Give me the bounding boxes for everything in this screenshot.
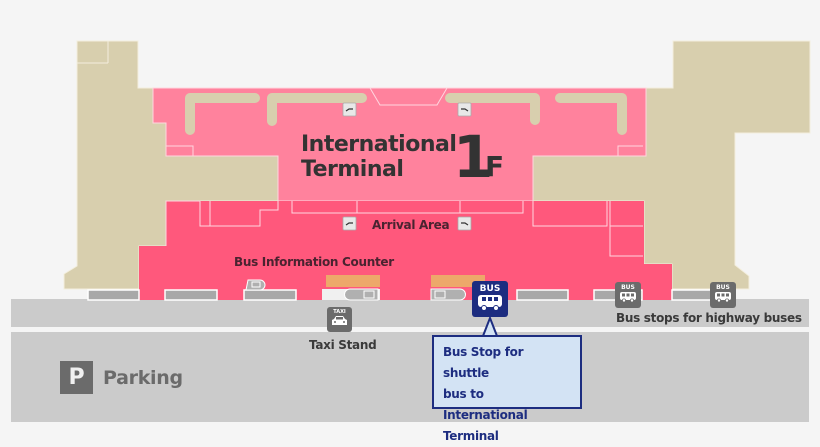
terminal-arrival-hall: [139, 201, 672, 300]
bus-icon: [620, 292, 636, 303]
highway-bus-stops-label: Bus stops for highway buses: [616, 311, 802, 325]
callout-line-1: Bus Stop for shuttle: [443, 345, 524, 380]
parking-label: Parking: [103, 367, 183, 389]
highway-bus-stop-icon-1[interactable]: BUS: [615, 282, 641, 308]
bus-info-counter-right: [431, 275, 485, 287]
terminal-title: International Terminal: [301, 132, 457, 182]
bus-icon: [478, 295, 502, 311]
taxi-icon[interactable]: TAXI: [327, 307, 352, 332]
taxi-icon-text: TAXI: [333, 309, 346, 315]
terminal-title-line1: International: [301, 132, 457, 157]
callout-line-3: Terminal: [443, 429, 499, 443]
parking-icon: P: [60, 361, 93, 394]
escalator-icons: [342, 102, 472, 231]
highway-bus-stop-icon-2[interactable]: BUS: [710, 282, 736, 308]
bus-icon: [715, 292, 731, 303]
shuttle-bus-stop-icon[interactable]: BUS: [472, 281, 508, 317]
bus-info-counter-left: [326, 275, 380, 287]
car-icon: [332, 316, 347, 325]
shuttle-bus-icon-text: BUS: [479, 284, 501, 294]
curbside-road: [11, 299, 809, 327]
taxi-stand-label: Taxi Stand: [309, 338, 377, 352]
terminal-title-line2: Terminal: [301, 157, 404, 182]
shuttle-bus-callout: Bus Stop for shuttle bus to Internationa…: [432, 335, 582, 443]
callout-line-2: bus to International: [443, 387, 528, 422]
floor-suffix: F: [485, 150, 504, 183]
terminal-floor-map: [11, 40, 811, 422]
arrival-area-label: Arrival Area: [372, 218, 450, 232]
highway-bus-icon-text: BUS: [716, 284, 730, 291]
callout-pointer: [482, 315, 498, 337]
bus-information-counter-label: Bus Information Counter: [234, 255, 394, 269]
parking-lot: [11, 332, 809, 422]
floor-number: 1: [453, 123, 494, 191]
highway-bus-icon-text: BUS: [621, 284, 635, 291]
